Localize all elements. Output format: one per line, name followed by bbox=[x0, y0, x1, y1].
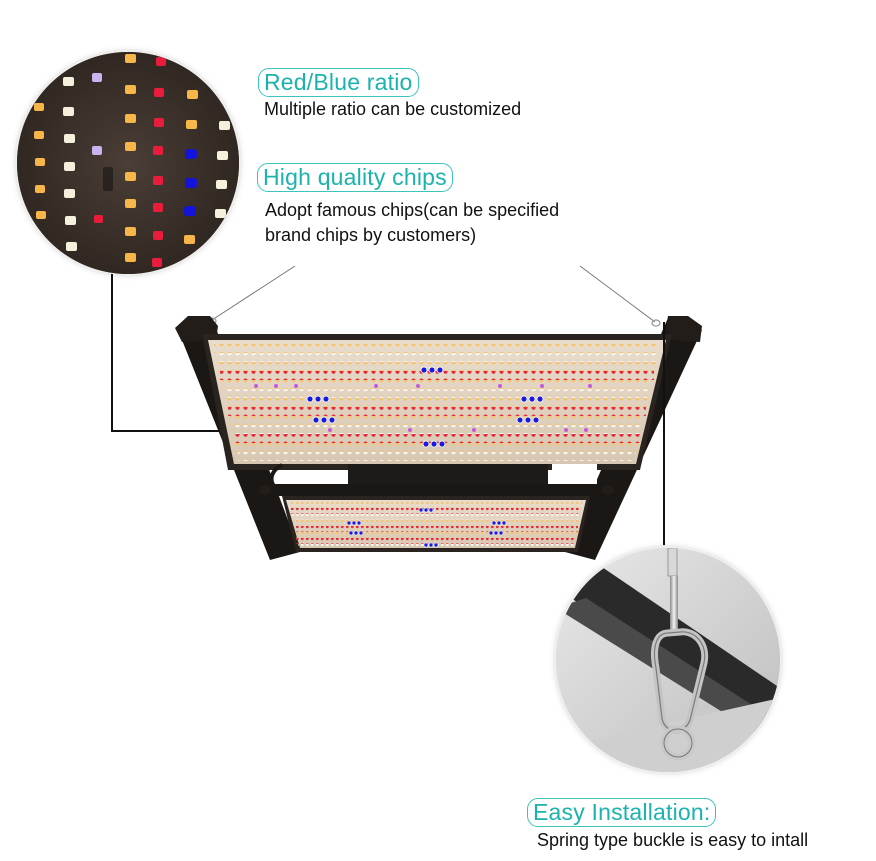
hook-closeup-image bbox=[556, 548, 780, 772]
leader-line-hook bbox=[663, 322, 665, 548]
chips-description-line1: Adopt famous chips(can be specified bbox=[265, 200, 560, 220]
installation-description: Spring type buckle is easy to intall bbox=[537, 830, 809, 850]
led-grow-light-icon bbox=[175, 265, 702, 560]
red-blue-ratio-title: Red/Blue ratio bbox=[258, 68, 419, 97]
red-blue-ratio-description: Multiple ratio can be customized bbox=[264, 99, 522, 119]
leader-line-vertical bbox=[111, 274, 113, 432]
grow-light-image bbox=[170, 260, 710, 570]
leader-line-horizontal bbox=[111, 430, 285, 432]
high-quality-chips-title: High quality chips bbox=[257, 163, 453, 192]
spring-buckle-icon bbox=[556, 548, 780, 772]
led-closeup-image bbox=[17, 52, 239, 274]
led-chip-grid-icon bbox=[17, 52, 239, 274]
easy-installation-title: Easy Installation: bbox=[527, 798, 717, 827]
chips-description-line2: brand chips by customers) bbox=[265, 225, 477, 245]
